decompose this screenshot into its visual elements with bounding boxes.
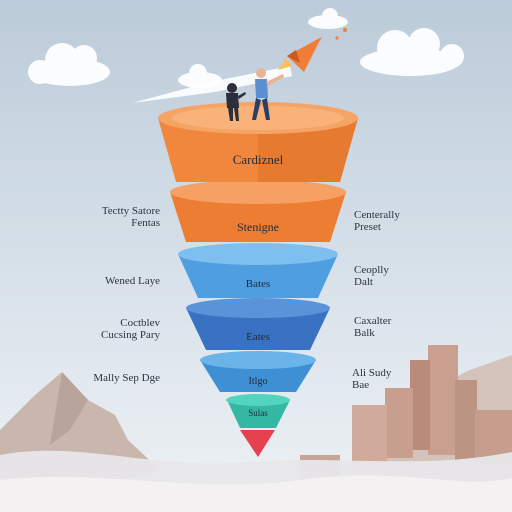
funnel-tip xyxy=(240,430,275,457)
funnel-tier-6 xyxy=(226,394,290,428)
right-label-3: Caxalter Balk xyxy=(354,315,391,339)
left-label-2-title: Wened Laye xyxy=(105,275,160,287)
right-label-1: Centerally Preset xyxy=(354,209,400,233)
left-label-3-sub: Cucsing Pary xyxy=(101,329,160,341)
left-label-3-title: Coctblev xyxy=(120,317,160,329)
funnel-tier-6-label: Sulas xyxy=(248,408,268,418)
right-label-4-title: Ali Sudy xyxy=(352,367,392,379)
funnel-tier-2-label: Stenigne xyxy=(237,220,279,234)
funnel-tier-1 xyxy=(158,102,358,182)
mountains-left-shade xyxy=(50,372,88,445)
right-label-3-title: Caxalter xyxy=(354,315,392,327)
funnel-tier-5 xyxy=(200,351,316,392)
left-label-1-sub: Fentas xyxy=(131,217,160,229)
cloud-icon xyxy=(308,8,348,29)
left-label-2: Wened Laye xyxy=(105,275,160,287)
left-label-4: Mally Sep Dge xyxy=(93,372,160,384)
funnel-tier-4-label: Eates xyxy=(246,331,270,343)
right-label-4: Ali Sudy Bae xyxy=(352,367,391,391)
right-label-4-sub: Bae xyxy=(352,379,370,391)
left-label-3: Coctblev Cucsing Pary xyxy=(101,317,160,341)
funnel-tier-3 xyxy=(178,243,338,298)
rocket-icon xyxy=(278,28,347,72)
left-label-4-title: Mally Sep Dge xyxy=(93,372,160,384)
right-label-2-title: Ceoplly xyxy=(354,264,389,276)
funnel xyxy=(158,102,358,457)
left-label-1: Tectty Satore Fentas xyxy=(102,205,160,229)
person-figure xyxy=(252,68,284,120)
funnel-tier-5-label: Itlgo xyxy=(248,376,268,387)
cloud-icon xyxy=(360,28,464,76)
rocket-trail xyxy=(132,66,292,103)
right-label-1-title: Centerally xyxy=(354,209,400,221)
funnel-tier-2 xyxy=(170,180,346,242)
right-label-2-sub: Dalt xyxy=(354,276,373,288)
funnel-tier-4 xyxy=(186,298,330,350)
fog-waves xyxy=(0,475,512,512)
right-label-2: Ceoplly Dalt xyxy=(354,264,389,288)
person-figure xyxy=(226,83,246,121)
right-label-1-sub: Preset xyxy=(354,221,381,233)
left-label-1-title: Tectty Satore xyxy=(101,205,160,217)
funnel-tier-3-label: Bates xyxy=(245,278,271,290)
cloud-icon xyxy=(28,43,110,86)
funnel-tier-1-label: Cardiznel xyxy=(232,152,284,167)
right-label-3-sub: Balk xyxy=(354,327,375,339)
